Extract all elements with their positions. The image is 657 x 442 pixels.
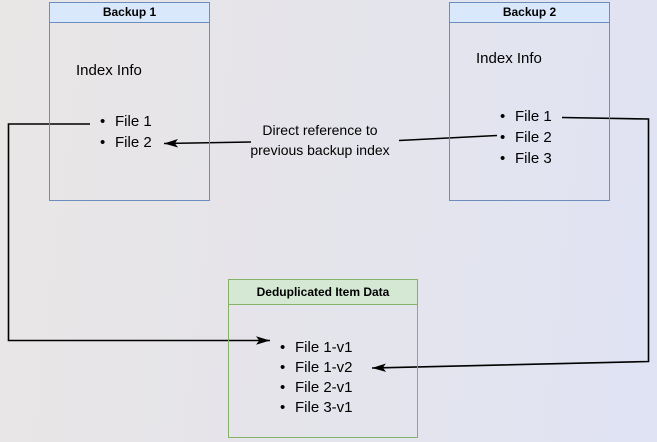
direct-reference-edge-label-line1: Direct reference to — [262, 122, 378, 138]
direct-reference-edge-label-line2: previous backup index — [250, 142, 390, 158]
dedup-title: Deduplicated Item Data — [229, 280, 417, 305]
dedup-item-list: File 1-v1 File 1-v2 File 2-v1 File 3-v1 — [280, 338, 353, 418]
backup2-title: Backup 2 — [450, 3, 609, 23]
dedup-item: File 1-v2 — [280, 358, 353, 378]
backup2-file-item: File 1 — [500, 106, 552, 127]
backup1-title: Backup 1 — [50, 3, 209, 23]
backup2-index-info-label: Index Info — [476, 50, 542, 67]
dedup-item: File 3-v1 — [280, 398, 353, 418]
backup1-file-item: File 1 — [100, 111, 152, 132]
dedup-item: File 2-v1 — [280, 378, 353, 398]
backup2-node: Backup 2 Index Info File 1 File 2 File 3 — [449, 2, 610, 201]
direct-reference-line-right-segment — [398, 134, 498, 142]
dedup-node: Deduplicated Item Data File 1-v1 File 1-… — [228, 279, 418, 438]
backup2-file-list: File 1 File 2 File 3 — [500, 106, 552, 169]
backup1-file-item: File 2 — [100, 132, 152, 153]
backup1-index-info-label: Index Info — [76, 62, 142, 79]
backup2-file-item: File 2 — [500, 127, 552, 148]
backup2-file-item: File 3 — [500, 148, 552, 169]
direct-reference-arrow-to-backup1-file2 — [163, 139, 252, 148]
direct-reference-edge-label: Direct reference to previous backup inde… — [230, 120, 410, 160]
backup1-node: Backup 1 Index Info File 1 File 2 — [49, 2, 210, 201]
arrow-backup2-file1-to-dedup-file1v2 — [371, 116, 650, 372]
backup1-file-list: File 1 File 2 — [100, 111, 152, 153]
dedup-item: File 1-v1 — [280, 338, 353, 358]
